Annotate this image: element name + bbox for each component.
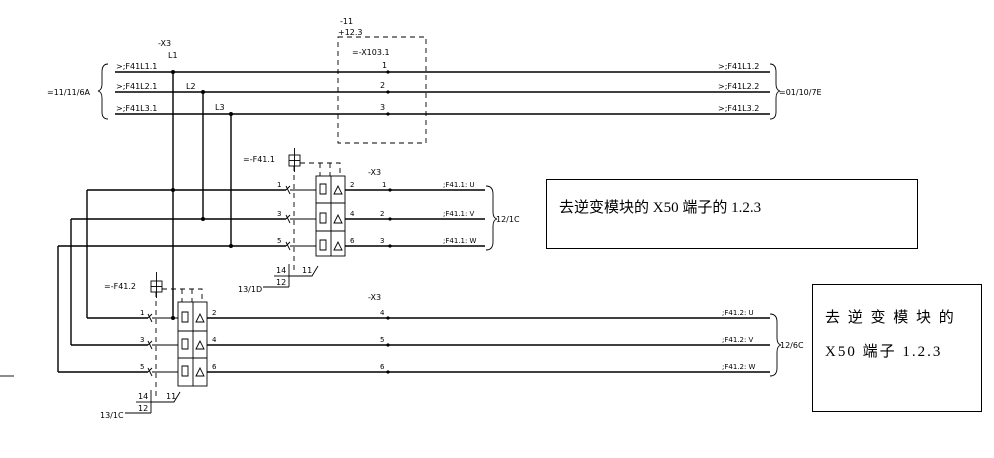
bus-label-l2-left: >;F41L2.1 (116, 82, 157, 91)
note2-line2: X50 端子 1.2.3 (825, 344, 943, 360)
b2-out-2: 2 (212, 309, 216, 317)
bus-right-ref: =01/10/7E (779, 88, 822, 97)
b2-aux-bottom: 12 (138, 404, 148, 413)
b1-signal-u: ;F41.1: U (443, 181, 475, 189)
b1-output-brace (485, 185, 498, 251)
b2-signal-v: ;F41.2: V (722, 336, 754, 344)
b1-aux-bottom: 12 (276, 278, 286, 287)
annotation-note-2: 去 逆 变 模 块 的 X50 端子 1.2.3 (812, 284, 982, 412)
b2-output-brace (769, 313, 782, 377)
b2-in-1: 1 (140, 309, 144, 317)
b2-term-5: 5 (380, 336, 384, 344)
b1-aux-contact (289, 265, 319, 277)
b1-out-4: 4 (350, 210, 355, 218)
b1-term-node-1 (388, 188, 392, 192)
b1-term-node-2 (388, 217, 392, 221)
b1-aux-top: 14 (276, 266, 286, 275)
b2-terminal-block: -X3 (368, 293, 381, 302)
note1-text: 去逆变模块的 X50 端子的 1.2.3 (559, 200, 762, 216)
b1-aux-side: 11 (302, 266, 312, 275)
bus-label-l3-left: >;F41L3.1 (116, 104, 157, 113)
bus-label-l1-left: >;F41L1.1 (116, 62, 157, 71)
b2-term-4: 4 (380, 309, 385, 317)
bus-label-l1-right: >;F41L1.2 (718, 62, 759, 71)
enclosure-block: =-X103.1 (352, 48, 390, 57)
left-bus-brace (97, 63, 109, 120)
enclosure-term-3: 3 (380, 103, 385, 112)
b1-term-1: 1 (382, 181, 386, 189)
b1-contact-1 (285, 183, 343, 195)
b1-out-6: 6 (350, 237, 355, 245)
terminal-block-ref-top: -X3 (158, 39, 171, 48)
annotation-note-1: 去逆变模块的 X50 端子的 1.2.3 (546, 179, 918, 249)
b2-contact-1 (147, 311, 205, 323)
tap-node-l2 (201, 90, 205, 94)
b2-contact-3 (147, 338, 205, 350)
tap-label-l3: L3 (215, 103, 225, 112)
b1-aux-ref: 13/1D (238, 285, 262, 294)
breaker2-body (177, 301, 208, 387)
bus-left-ref: =11/11/6A (47, 88, 91, 97)
b1-terminal-block: -X3 (368, 168, 381, 177)
terminal-block-sub-top: L1 (168, 51, 178, 60)
note2-line1: 去 逆 变 模 块 的 (825, 310, 956, 326)
b1-term-3: 3 (380, 237, 384, 245)
enclosure-ref-2: +12.3 (338, 28, 363, 37)
right-bus-brace (769, 63, 781, 120)
breaker1-mech-link (300, 162, 341, 176)
b1-in-5: 5 (277, 237, 281, 245)
b1-in-3: 3 (277, 210, 281, 218)
enclosure-box (337, 36, 427, 144)
b1-contact-3 (285, 212, 343, 224)
tap-node-l3 (229, 112, 233, 116)
b1-signal-w: ;F41.1: W (443, 237, 477, 245)
breaker1-body (315, 175, 346, 257)
b2-signal-u: ;F41.2: U (722, 309, 754, 317)
b1-term-2: 2 (380, 210, 384, 218)
breaker2-mech-link (162, 288, 203, 302)
tap-label-l2: L2 (186, 82, 196, 91)
tap-node-l1 (171, 70, 175, 74)
b1-in-1: 1 (277, 181, 281, 189)
b2-term-node-5 (386, 343, 390, 347)
b2-aux-top: 14 (138, 392, 148, 401)
b2-in-5: 5 (140, 363, 144, 371)
b2-out-6: 6 (212, 363, 217, 371)
b1-dest: 12/1C (496, 215, 520, 224)
enclosure-node-1 (386, 70, 390, 74)
enclosure-term-2: 2 (380, 81, 385, 90)
b2-contact-5 (147, 365, 205, 377)
b2-term-node-4 (386, 316, 390, 320)
breaker2-ref: =-F41.2 (104, 282, 136, 291)
enclosure-term-1: 1 (382, 61, 387, 70)
b1-term-node-3 (388, 244, 392, 248)
b1-out-2: 2 (350, 181, 354, 189)
b2-aux-ref: 13/1C (100, 411, 124, 420)
b1-signal-v: ;F41.1: V (443, 210, 475, 218)
b1-contact-5 (285, 239, 343, 251)
b2-aux-side: 11 (166, 392, 176, 401)
b2-aux-contact (151, 391, 181, 403)
b2-signal-w: ;F41.2: W (722, 363, 756, 371)
enclosure-node-3 (386, 112, 390, 116)
enclosure-node-2 (386, 90, 390, 94)
b2-term-node-6 (386, 370, 390, 374)
bus-label-l2-right: >;F41L2.2 (718, 82, 759, 91)
breaker1-ref: =-F41.1 (243, 155, 275, 164)
b2-in-3: 3 (140, 336, 144, 344)
b2-dest: 12/6C (780, 341, 804, 350)
enclosure-ref-1: -11 (340, 17, 353, 26)
b2-term-6: 6 (380, 363, 385, 371)
b2-out-4: 4 (212, 336, 217, 344)
bus-label-l3-right: >;F41L3.2 (718, 104, 759, 113)
